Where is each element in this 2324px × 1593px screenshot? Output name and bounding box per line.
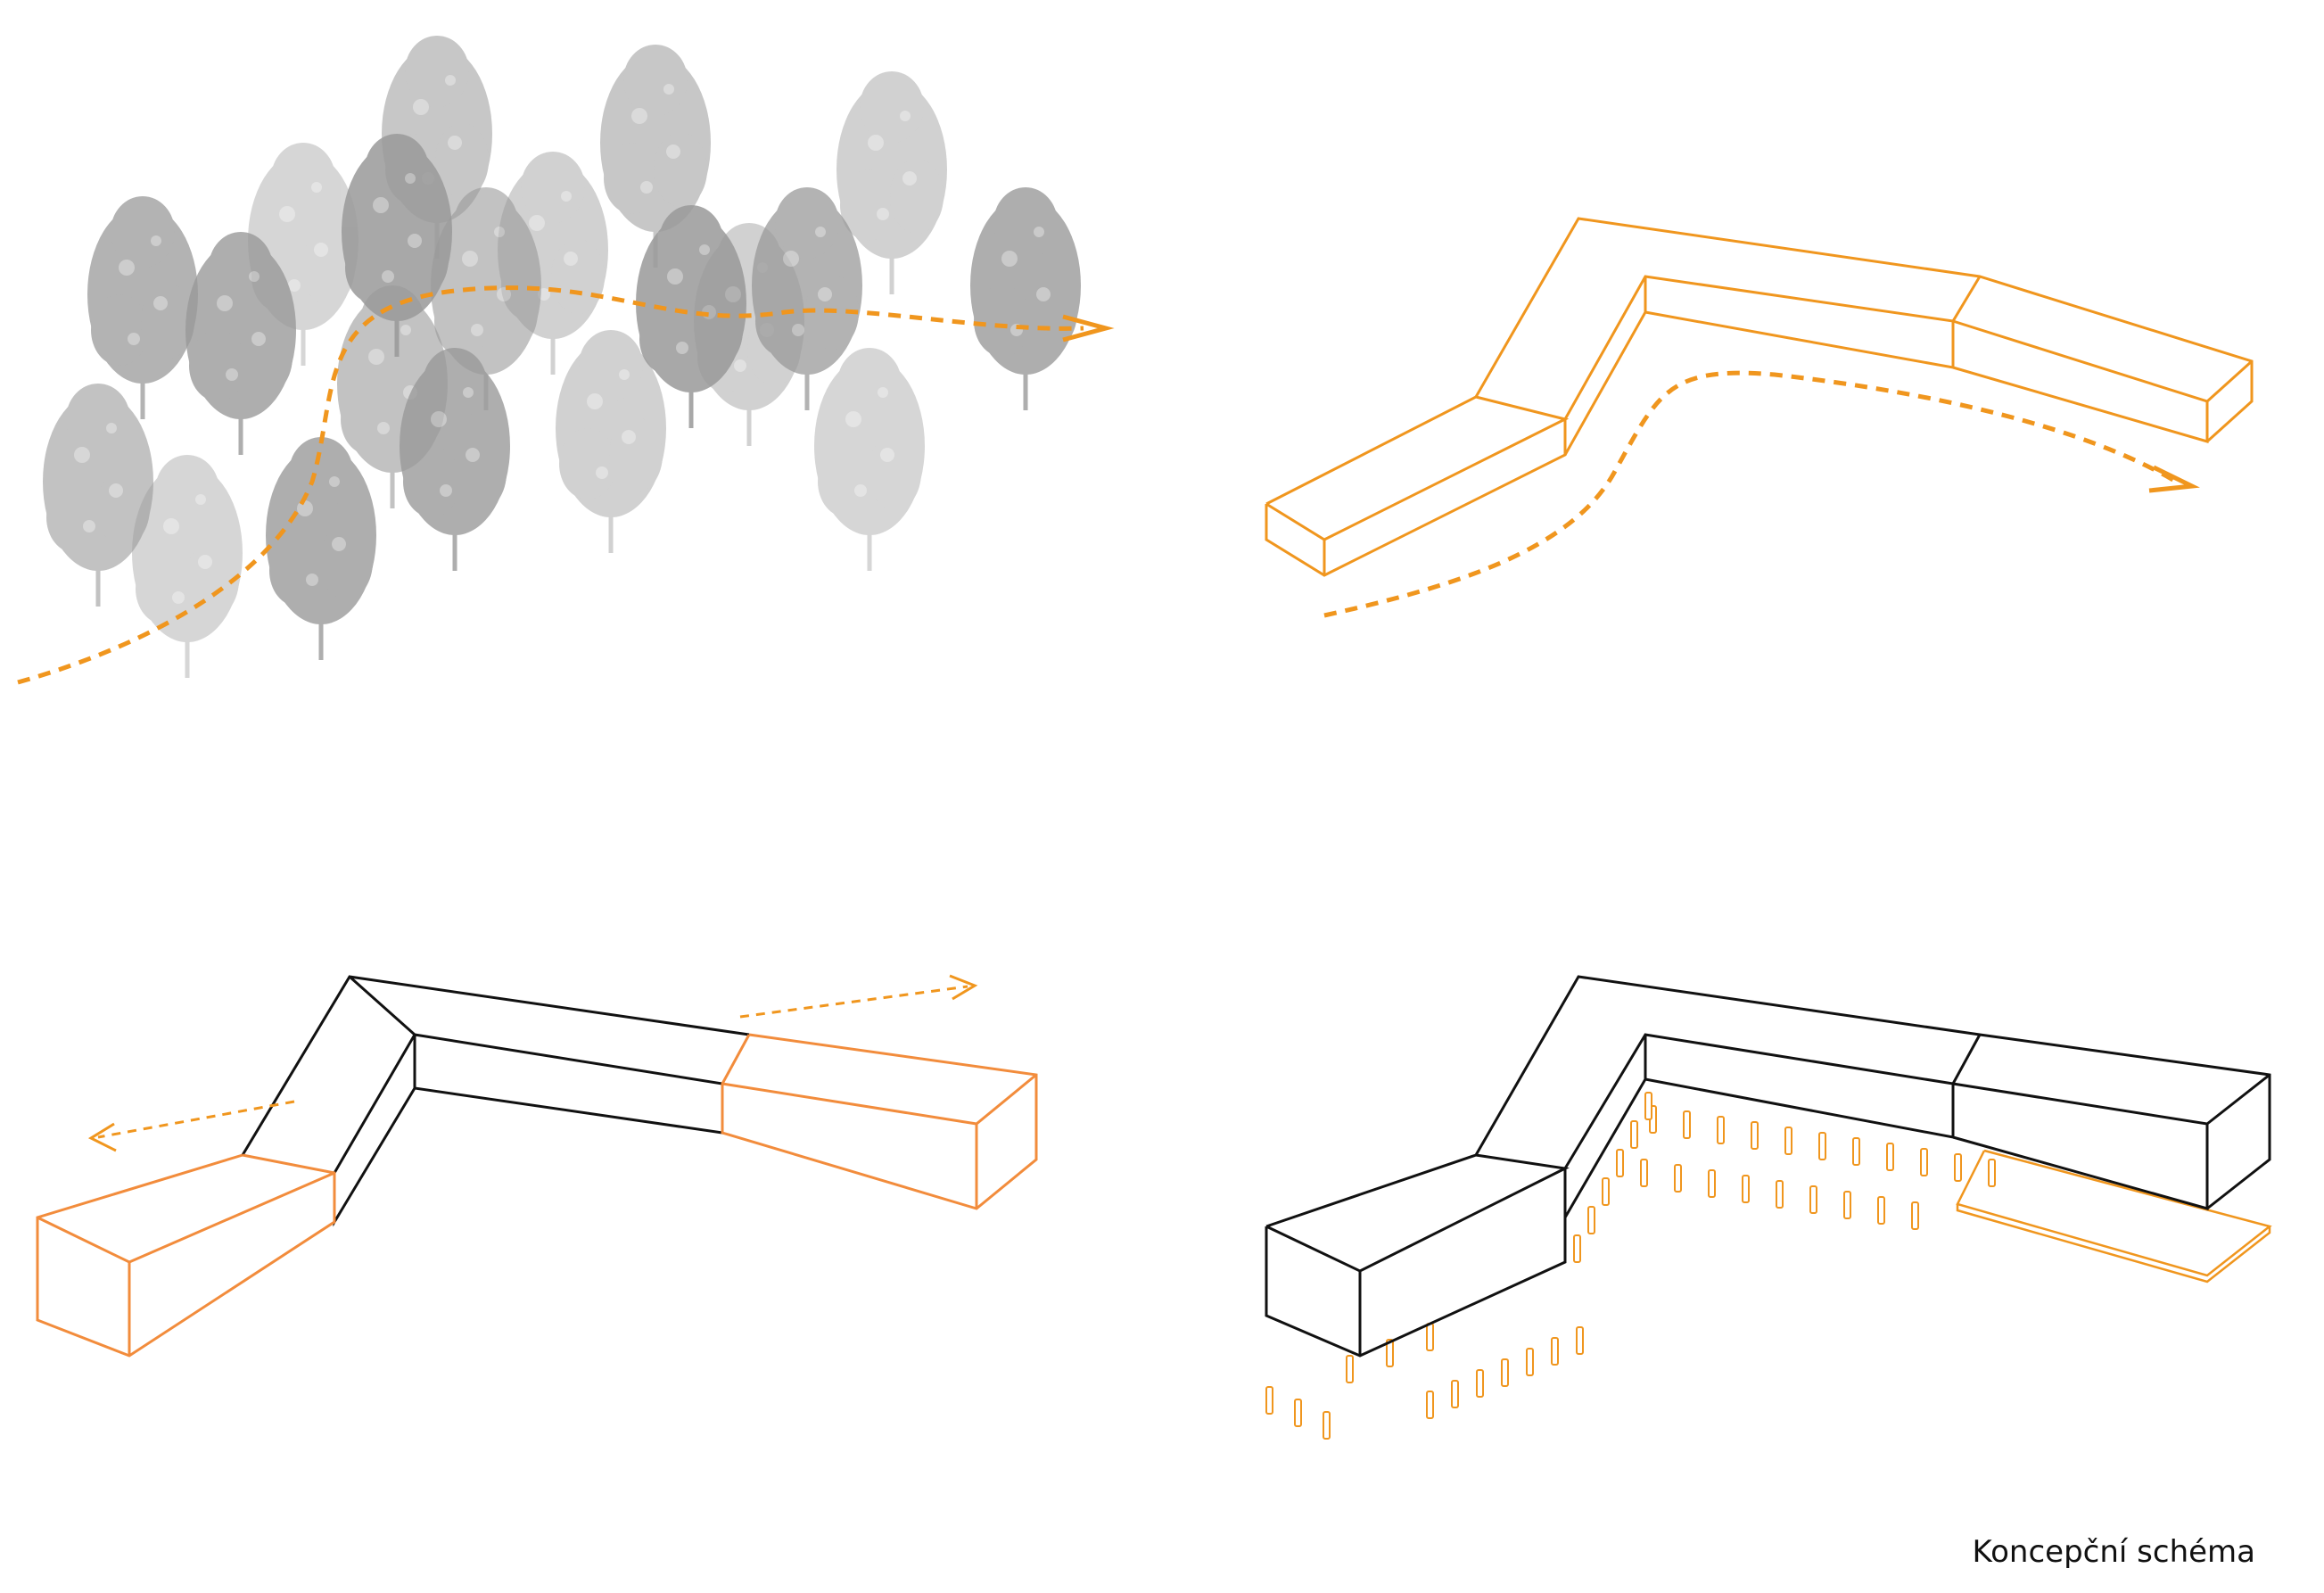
column-post (1294, 1399, 1302, 1427)
column-post (1954, 1153, 1962, 1182)
column-post (1751, 1121, 1759, 1150)
panel-wings-extend (36, 974, 1038, 1358)
panel-building-path (1265, 217, 2254, 618)
column-post (1526, 1348, 1534, 1376)
column-post (1551, 1337, 1559, 1366)
column-post (1911, 1201, 1919, 1230)
column-post (1742, 1175, 1750, 1203)
left-wing-volume (36, 1153, 336, 1358)
column-post (1587, 1206, 1595, 1234)
column-post (1877, 1196, 1885, 1225)
raised-volume (1265, 975, 2271, 1358)
tree-icon (814, 348, 925, 571)
panel-forest-path (17, 36, 1115, 685)
column-post (1644, 1092, 1652, 1120)
column-post (1501, 1358, 1509, 1387)
column-post (1843, 1191, 1851, 1219)
column-post (1809, 1185, 1817, 1214)
column-post (1346, 1355, 1354, 1383)
column-post (1886, 1143, 1894, 1171)
column-post (1265, 1386, 1273, 1415)
column-grid (1265, 1092, 1996, 1440)
core-volume (241, 975, 750, 1227)
column-post (1323, 1411, 1331, 1440)
column-post (1988, 1159, 1996, 1187)
column-post (1630, 1120, 1638, 1149)
column-post (1576, 1326, 1584, 1355)
tree-icon (266, 437, 376, 660)
column-post (1451, 1380, 1459, 1408)
building-volume (1265, 217, 2254, 577)
column-post (1616, 1149, 1624, 1177)
arrowhead-icon (87, 1122, 117, 1152)
column-post (1776, 1180, 1784, 1209)
path-arrow (1323, 370, 2178, 618)
outward-arrow (97, 1100, 295, 1139)
column-post (1573, 1234, 1581, 1263)
column-post (1852, 1137, 1860, 1166)
column-post (1426, 1391, 1434, 1419)
arrowhead-icon (2148, 465, 2200, 493)
outward-arrow (739, 985, 968, 1019)
tree-icon (970, 187, 1081, 410)
column-post (1476, 1369, 1484, 1398)
right-wing-volume (721, 1033, 1038, 1210)
column-post (1683, 1110, 1691, 1139)
arrowhead-icon (1062, 314, 1115, 343)
column-post (1674, 1164, 1682, 1193)
panel-building-columns (1265, 975, 2272, 1440)
column-post (1708, 1169, 1716, 1198)
column-post (1602, 1177, 1610, 1206)
column-post (1386, 1339, 1394, 1367)
ground-slab (1956, 1149, 2272, 1283)
column-post (1640, 1159, 1648, 1187)
column-post (1920, 1148, 1928, 1176)
caption: Koncepční schéma (1972, 1534, 2255, 1570)
column-post (1426, 1323, 1434, 1351)
arrowhead-icon (949, 974, 978, 1001)
column-post (1784, 1127, 1792, 1155)
column-post (1818, 1132, 1826, 1160)
column-post (1717, 1116, 1725, 1144)
tree-group (43, 36, 1081, 678)
path-arrow (17, 285, 1084, 685)
